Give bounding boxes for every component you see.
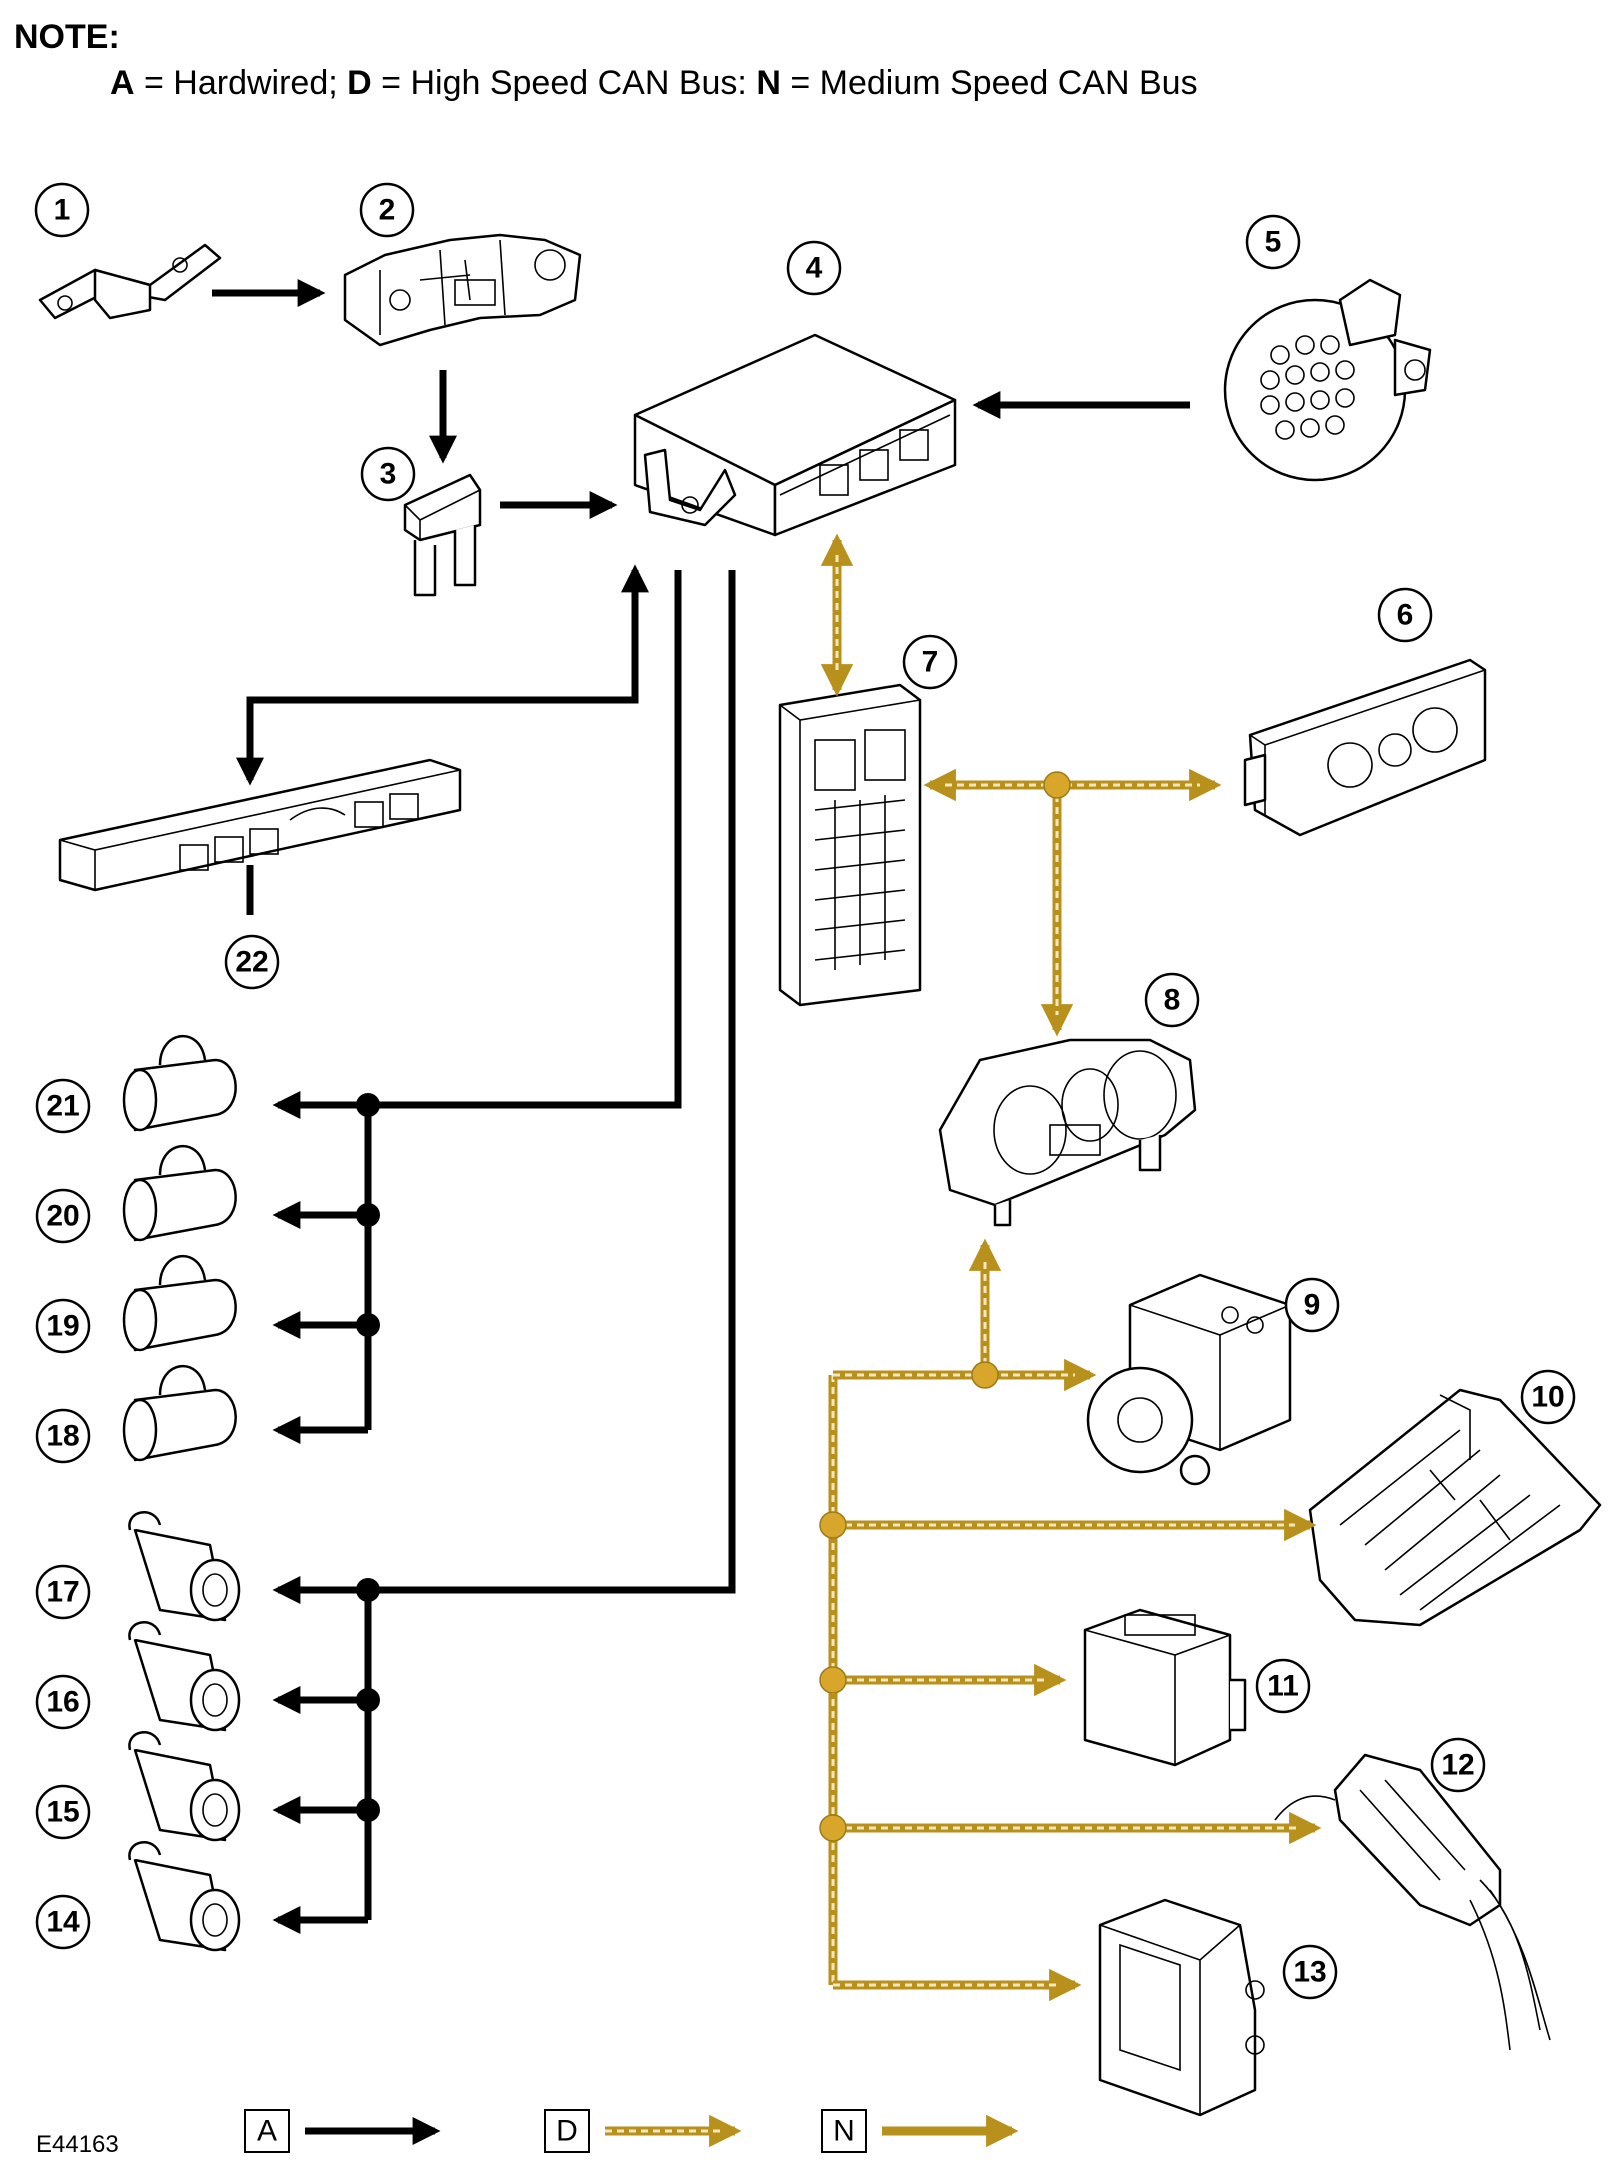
legend-medium-speed-can: N (821, 2109, 1019, 2153)
svg-text:2: 2 (379, 194, 396, 227)
svg-text:11: 11 (1267, 1670, 1299, 1703)
component-18-sensor (122, 1364, 237, 1462)
svg-text:20: 20 (46, 1200, 79, 1233)
component-7-body-control-module (778, 683, 922, 1007)
legend-high-speed-can: D (544, 2109, 742, 2153)
component-14-sensor (128, 1841, 241, 1952)
note-key-a: A (110, 64, 135, 102)
callout-5: 5 (1245, 214, 1301, 270)
svg-text:9: 9 (1304, 1289, 1321, 1322)
component-12-control-module (1274, 1753, 1551, 2051)
callout-9: 9 (1284, 1277, 1340, 1333)
svg-text:17: 17 (46, 1576, 79, 1609)
component-11-control-module (1083, 1608, 1247, 1767)
component-4-parking-aid-module (633, 333, 957, 537)
component-3-fuse (403, 473, 482, 597)
callout-4: 4 (786, 240, 842, 296)
callout-12: 12 (1430, 1737, 1486, 1793)
component-8-instrument-cluster (938, 1038, 1197, 1227)
svg-text:E44163: E44163 (36, 2131, 119, 2158)
svg-text:D: D (556, 2115, 578, 2148)
note-key-d: D (347, 64, 372, 102)
svg-text:7: 7 (922, 646, 939, 679)
can-bus-connections (819, 533, 1322, 2002)
svg-text:22: 22 (235, 946, 268, 979)
callout-14: 14 (35, 1894, 91, 1950)
svg-text:16: 16 (46, 1686, 79, 1719)
svg-text:21: 21 (46, 1090, 79, 1123)
svg-text:3: 3 (380, 458, 397, 491)
hardwired-connections (212, 279, 1190, 1934)
component-2-ignition-switch (343, 233, 582, 347)
component-16-sensor (128, 1621, 241, 1732)
svg-text:5: 5 (1265, 226, 1282, 259)
component-1-megafuse (38, 243, 222, 320)
component-6-control-panel (1243, 658, 1487, 837)
svg-text:4: 4 (806, 252, 823, 285)
component-19-sensor (122, 1254, 237, 1352)
svg-text:13: 13 (1293, 1956, 1326, 1989)
svg-text:N: N (833, 2115, 855, 2148)
callout-2: 2 (359, 182, 415, 238)
callout-15: 15 (35, 1784, 91, 1840)
component-21-sensor (122, 1034, 237, 1132)
svg-text:14: 14 (46, 1906, 80, 1939)
component-15-sensor (128, 1731, 241, 1842)
callout-16: 16 (35, 1674, 91, 1730)
svg-text:8: 8 (1164, 984, 1181, 1017)
callout-11: 11 (1255, 1658, 1311, 1714)
svg-text:12: 12 (1441, 1749, 1474, 1782)
svg-text:10: 10 (1531, 1381, 1564, 1414)
callout-8: 8 (1144, 972, 1200, 1028)
callout-1: 1 (34, 182, 90, 238)
component-9-abs-module (1086, 1273, 1292, 1486)
component-5-parking-aid-sounder (1223, 278, 1432, 482)
note-text-a: = Hardwired; (134, 64, 348, 102)
callout-18: 18 (35, 1408, 91, 1464)
note-key-n: N (756, 64, 781, 102)
component-13-engine-control-module (1098, 1898, 1265, 2117)
svg-text:19: 19 (46, 1310, 79, 1343)
figure-reference: E44163 (36, 2131, 119, 2158)
callout-17: 17 (35, 1564, 91, 1620)
component-22-switch-pack (58, 758, 462, 892)
component-10-transmission-control-module (1308, 1388, 1602, 1627)
svg-text:A: A (257, 2115, 277, 2148)
svg-text:18: 18 (46, 1420, 79, 1453)
callout-10: 10 (1520, 1369, 1576, 1425)
note-text-d: = High Speed CAN Bus: (371, 64, 757, 102)
component-17-sensor (128, 1511, 241, 1622)
callout-13: 13 (1282, 1944, 1338, 2000)
svg-text:15: 15 (46, 1796, 79, 1829)
note-text-n: = Medium Speed CAN Bus (780, 64, 1198, 102)
note-legend: A = Hardwired; D = High Speed CAN Bus: N… (110, 64, 1198, 103)
callout-21: 21 (35, 1078, 91, 1134)
callout-3: 3 (360, 446, 416, 502)
callout-19: 19 (35, 1298, 91, 1354)
svg-text:6: 6 (1397, 599, 1414, 632)
callout-6: 6 (1377, 587, 1433, 643)
callout-20: 20 (35, 1188, 91, 1244)
note-title: NOTE: (14, 18, 120, 56)
component-20-sensor (122, 1144, 237, 1242)
svg-text:1: 1 (54, 194, 71, 227)
callout-7: 7 (902, 634, 958, 690)
callout-22: 22 (224, 934, 280, 990)
legend-hardwired: A (244, 2109, 441, 2153)
